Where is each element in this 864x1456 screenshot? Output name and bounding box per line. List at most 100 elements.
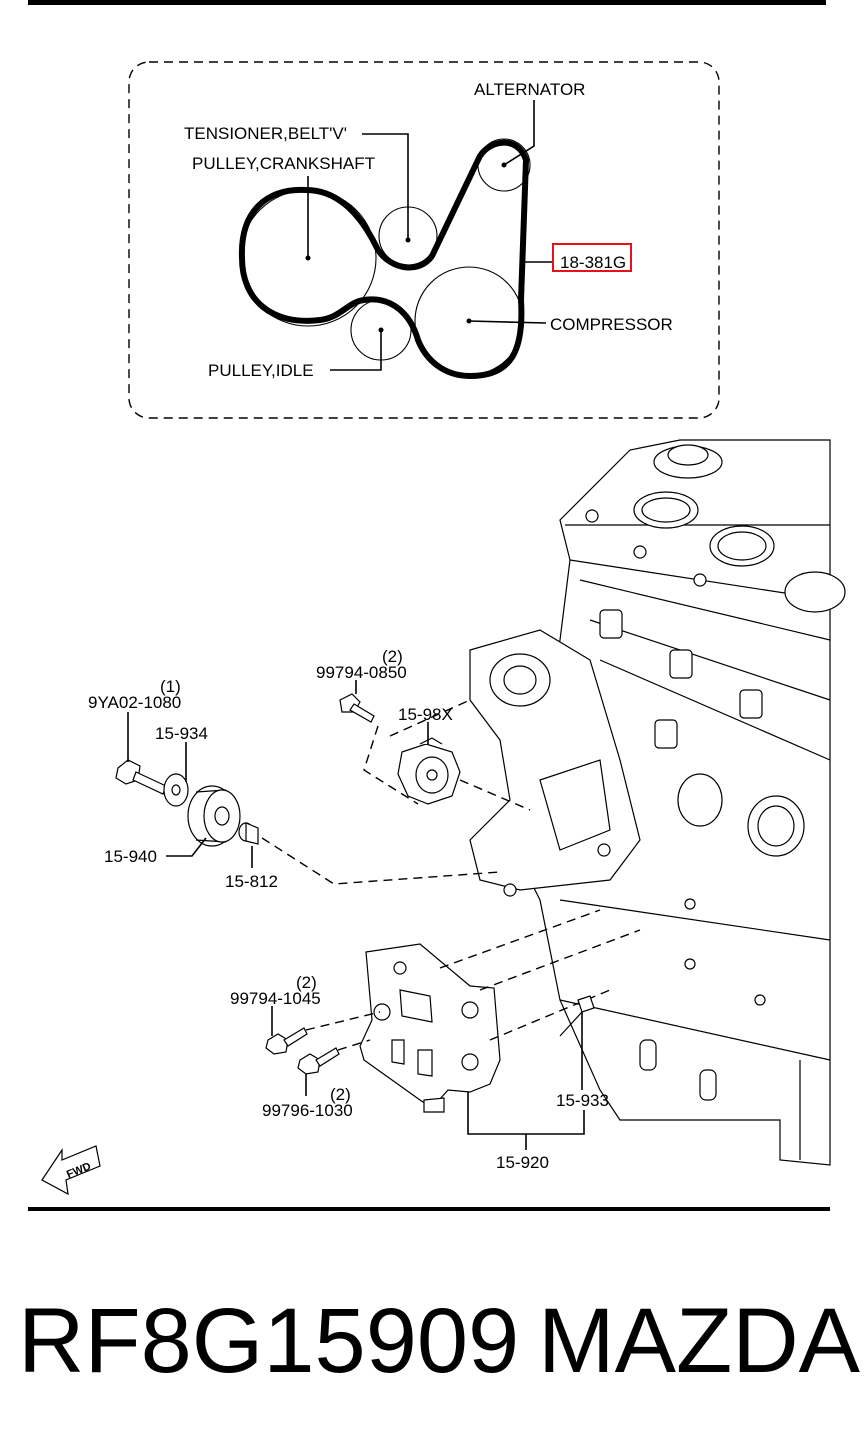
label-15-940[interactable]: 15-940 [104, 847, 157, 866]
crankshaft-center-dot [305, 255, 311, 261]
label-15-933[interactable]: 15-933 [556, 1091, 609, 1110]
stud-15-933 [577, 995, 595, 1013]
alternator-label: ALTERNATOR [474, 80, 585, 99]
base-plate-outline [359, 943, 501, 1109]
spacer-body [245, 822, 259, 845]
idle-pulley-assembly [115, 759, 501, 885]
rib-1 [639, 1039, 657, 1071]
plate-hole-3 [461, 1053, 479, 1071]
tensioner-label: TENSIONER,BELT'V' [184, 124, 347, 143]
fwd-indicator: FWD [41, 1145, 101, 1196]
label-9ya02-qty: (1) [160, 677, 181, 696]
idle-label: PULLEY,IDLE [208, 361, 314, 380]
plate-foot [423, 1097, 445, 1113]
boss-1 [677, 773, 723, 827]
drive-belt [238, 139, 529, 379]
bracket-boss [489, 653, 551, 707]
rib-2 [699, 1069, 717, 1101]
compressor-leader [468, 320, 547, 324]
bolt-d [684, 898, 696, 910]
block-line-2 [589, 619, 831, 701]
block-line-5 [559, 999, 831, 1061]
tensioner-base-plate [359, 943, 501, 1113]
plate-install-path-2 [479, 929, 641, 991]
alternator-leader [503, 100, 535, 166]
cutout-4 [654, 719, 678, 749]
leader-15-940 [166, 837, 207, 857]
bolt-99796-1030-shank [315, 1047, 340, 1067]
plate-slot [399, 989, 433, 1023]
base-plate-fasteners [265, 909, 641, 1075]
label-99796-1030[interactable]: 99796-1030 [262, 1101, 353, 1120]
tensioner-pulley-bore [426, 769, 438, 781]
belt-routing-inset: ALTERNATOR TENSIONER,BELT'V' PULLEY,CRAN… [128, 61, 720, 419]
bolt-1045-path [305, 1011, 381, 1031]
plate-tab-2 [417, 1049, 433, 1077]
cutout-2 [669, 649, 693, 679]
part-labels: (2) 99794-0850 15-98X (1) 9YA02-1080 15-… [88, 647, 609, 1172]
bracket-bolt-2 [597, 843, 611, 857]
idle-center-dot [378, 327, 384, 333]
label-15-934[interactable]: 15-934 [155, 724, 208, 743]
boss-2-inner [757, 805, 795, 847]
cutout-1 [599, 609, 623, 639]
label-99796-1030-qty: (2) [330, 1085, 351, 1104]
belt-ref-label[interactable]: 18-381G [560, 253, 626, 272]
bolt-f [754, 994, 766, 1006]
cutout-3 [739, 689, 763, 719]
tensioner-leader [362, 133, 409, 238]
boss-2 [747, 795, 805, 857]
port-2-inner [717, 531, 767, 561]
bracket-hole [503, 665, 537, 695]
block-line-4 [559, 899, 831, 941]
port-1-inner [641, 497, 691, 523]
label-15-920[interactable]: 15-920 [496, 1153, 549, 1172]
bolt-99794-1045-shank [283, 1027, 308, 1047]
bolt-99794-0850-shank [349, 703, 375, 723]
idle-leader [330, 332, 382, 371]
part-leaders [127, 680, 585, 1150]
stud-15-933-shank [559, 1011, 583, 1037]
bolt-b [633, 545, 647, 559]
tensioner-center-dot [405, 237, 411, 243]
washer-15-934 [163, 773, 189, 807]
bottom-rule [28, 1207, 830, 1211]
plate-tab-1 [391, 1039, 405, 1065]
engine-block [469, 439, 846, 1166]
port-3 [784, 571, 846, 613]
plate-hole-1 [373, 1003, 391, 1021]
caption: RF8G15909 MAZDA [18, 1290, 861, 1392]
oil-cap-top [667, 444, 709, 466]
tensioner-install-path-3 [459, 779, 531, 811]
label-99794-0850-qty: (2) [382, 647, 403, 666]
plate-hole-2 [461, 1001, 479, 1019]
bolt-9ya02-shank [132, 771, 167, 795]
compressor-label: COMPRESSOR [550, 315, 673, 334]
label-15-812[interactable]: 15-812 [225, 872, 278, 891]
plate-hole-4 [393, 961, 407, 975]
plate-install-path-1 [439, 909, 601, 969]
leader-15-920 [467, 1092, 585, 1150]
block-line-1 [579, 579, 831, 641]
bolt-1030-path [337, 1039, 371, 1051]
label-99794-0850[interactable]: 99794-0850 [316, 663, 407, 682]
idler-pulley-bore [214, 806, 230, 826]
washer-hole [171, 784, 181, 796]
idler-install-path [261, 837, 501, 885]
fwd-arrow-icon [41, 1145, 101, 1196]
bolt-c [585, 509, 599, 523]
label-9ya02[interactable]: 9YA02-1080 [88, 693, 181, 712]
brand-name: MAZDA [538, 1290, 861, 1392]
label-99794-1045[interactable]: 99794-1045 [230, 989, 321, 1008]
bolt-a [693, 573, 707, 587]
bolt-99794-1045-head [265, 1033, 289, 1055]
label-15-98x[interactable]: 15-98X [398, 705, 453, 724]
label-99794-1045-qty: (2) [296, 973, 317, 992]
block-line-3 [599, 659, 831, 761]
top-rule [28, 0, 826, 5]
bracket-bolt-1 [503, 883, 517, 897]
belt-ref-highlight [552, 243, 632, 272]
idler-pulley-face [203, 789, 241, 843]
tensioner-install-path-1 [363, 725, 419, 805]
